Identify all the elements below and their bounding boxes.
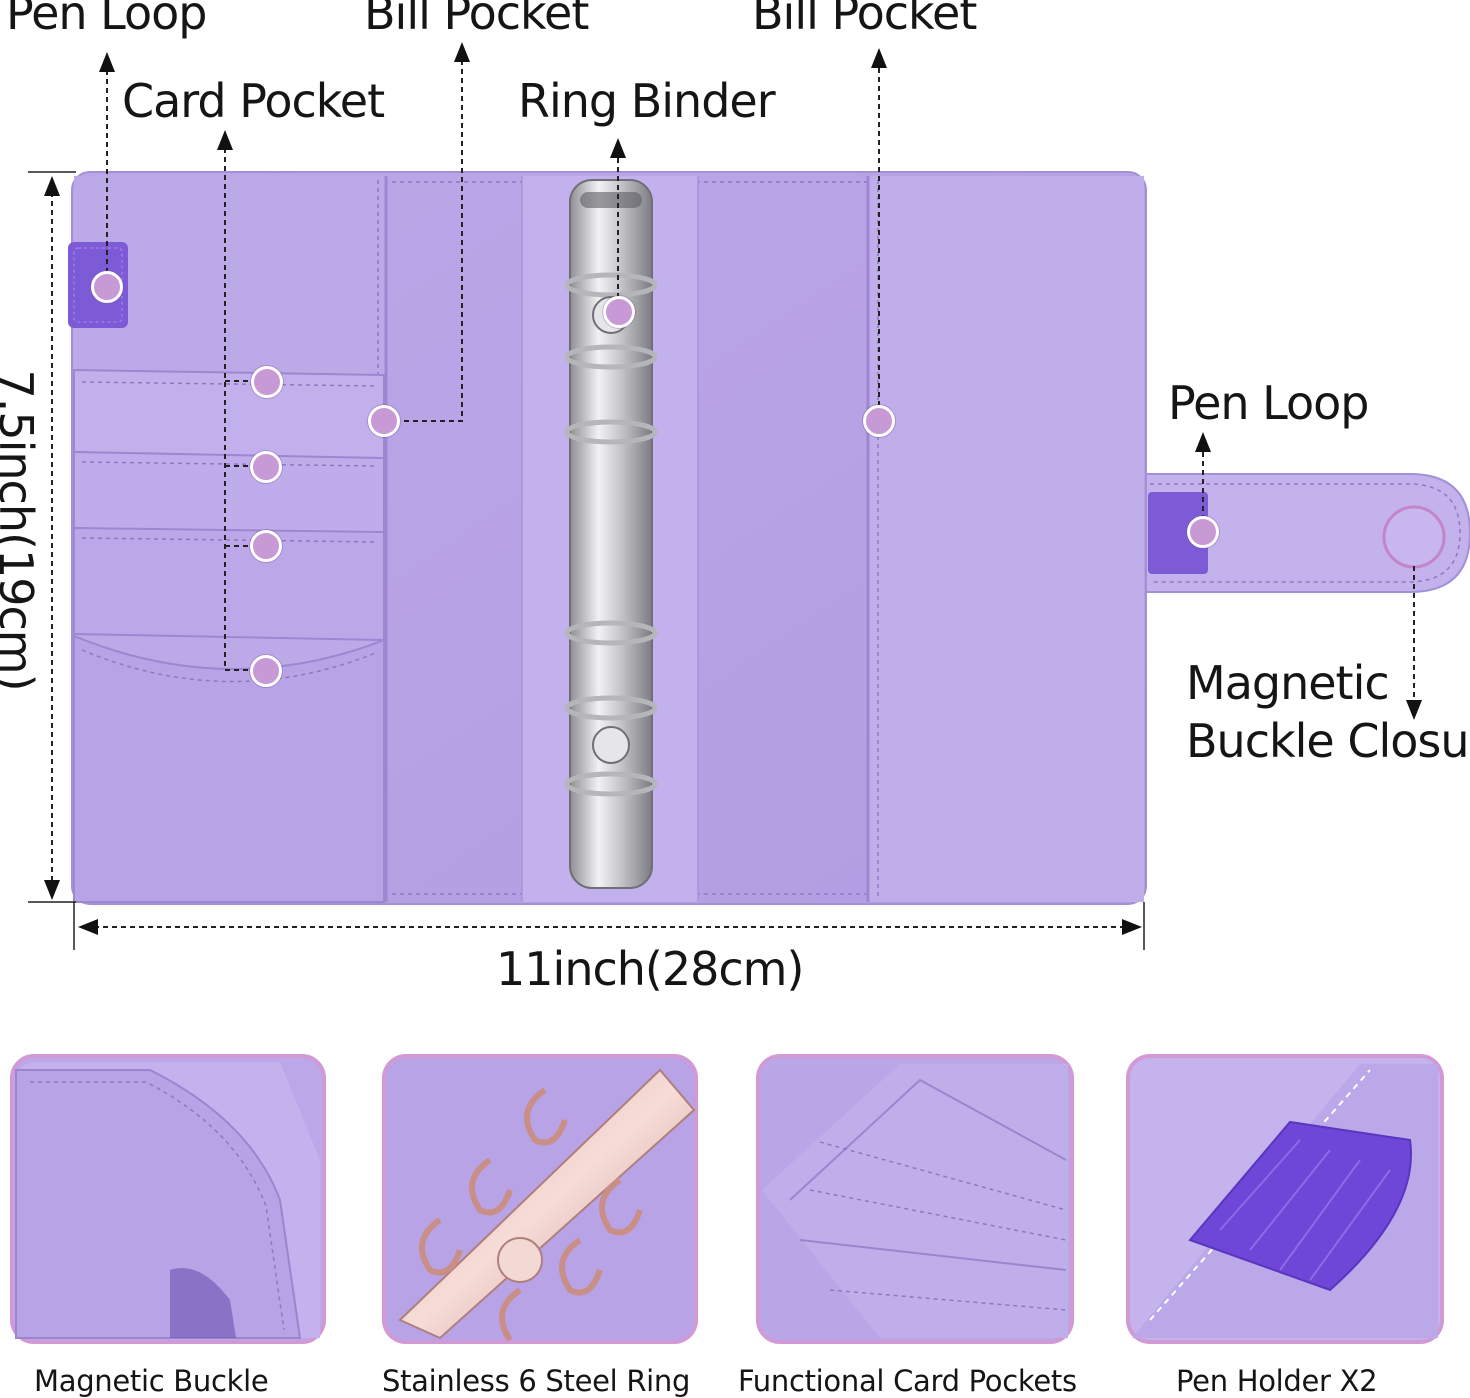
caption-magnetic-buckle: Magnetic Buckle xyxy=(34,1364,269,1398)
caption-pen-holder: Pen Holder X2 xyxy=(1176,1364,1378,1398)
callout-dot-card-3 xyxy=(250,530,282,562)
callout-dot-pen-loop-right xyxy=(1187,516,1219,548)
callout-dot-card-4 xyxy=(250,655,282,687)
label-height-dimension: 7.5inch(19cm) xyxy=(0,369,43,691)
arrowheads xyxy=(44,42,1422,935)
label-buckle-closure: Buckle Closure xyxy=(1186,714,1470,768)
binder-open-view xyxy=(68,171,1470,905)
label-bill-pocket-right: Bill Pocket xyxy=(752,0,977,40)
label-ring-binder: Ring Binder xyxy=(518,74,776,128)
thumbnail-card-pockets xyxy=(756,1054,1074,1344)
label-magnetic: Magnetic xyxy=(1186,656,1390,710)
callout-dot-bill-left xyxy=(368,405,400,437)
callout-dot-ring xyxy=(603,296,635,328)
callout-dot-card-2 xyxy=(250,451,282,483)
label-width-dimension: 11inch(28cm) xyxy=(496,942,804,996)
label-pen-loop-right: Pen Loop xyxy=(1168,376,1369,430)
caption-card-pockets: Functional Card Pockets xyxy=(738,1364,1077,1398)
card-slots xyxy=(73,368,385,903)
thumbnail-magnetic-buckle xyxy=(10,1054,326,1344)
callout-leaders xyxy=(51,60,1415,928)
callout-dot-pen-loop xyxy=(91,271,123,303)
label-card-pocket: Card Pocket xyxy=(122,74,385,128)
label-pen-loop-top: Pen Loop xyxy=(6,0,207,40)
thumbnail-steel-ring xyxy=(382,1054,698,1344)
callout-dot-bill-right xyxy=(863,405,895,437)
caption-steel-ring: Stainless 6 Steel Ring xyxy=(382,1364,691,1398)
thumbnail-pen-holder xyxy=(1126,1054,1444,1344)
ring-binder-mechanism xyxy=(564,179,658,889)
callout-dot-card-1 xyxy=(251,366,283,398)
dimension-ticks xyxy=(28,171,1145,950)
label-bill-pocket-left: Bill Pocket xyxy=(364,0,589,40)
